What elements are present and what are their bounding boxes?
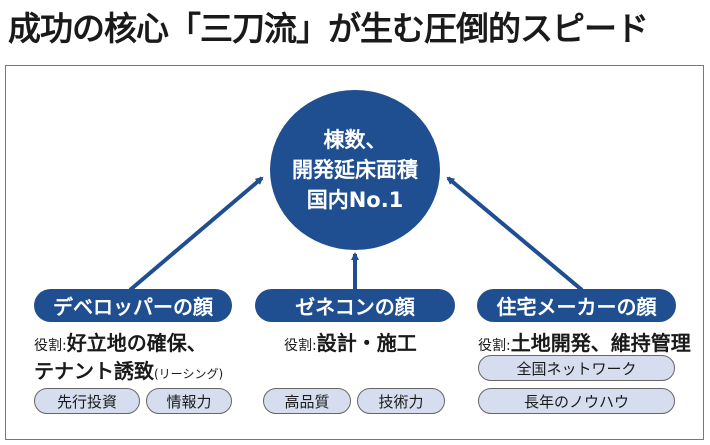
tag: 高品質 [263,388,351,414]
role-home-builder: 役割:土地開発、維持管理 [478,331,691,355]
page-title: 成功の核心「三刀流」が生む圧倒的スピード [8,9,649,48]
role-general-contractor: 役割:設計・施工 [284,331,417,355]
tag: 先行投資 [34,388,140,414]
center-line: 棟数、 [323,128,387,152]
face-developer: デベロッパーの顔 [34,289,232,322]
role-developer-line2: テナント誘致(リーシング) [34,359,224,383]
arrow-left [128,176,264,292]
center-line: 国内No.1 [306,188,404,212]
role-developer: 役割:好立地の確保、 [34,331,207,355]
center-circle: 棟数、 開発延床面積 国内No.1 [270,90,440,250]
face-general-contractor: ゼネコンの顔 [255,289,455,322]
face-home-builder: 住宅メーカーの顔 [477,289,676,322]
arrow-right [446,176,584,292]
center-line: 開発延床面積 [292,158,418,182]
tag: 長年のノウハウ [478,388,675,414]
tag: 情報力 [146,388,232,414]
tag: 全国ネットワーク [478,355,675,381]
diagram-frame [5,65,704,440]
tag: 技術力 [357,388,445,414]
